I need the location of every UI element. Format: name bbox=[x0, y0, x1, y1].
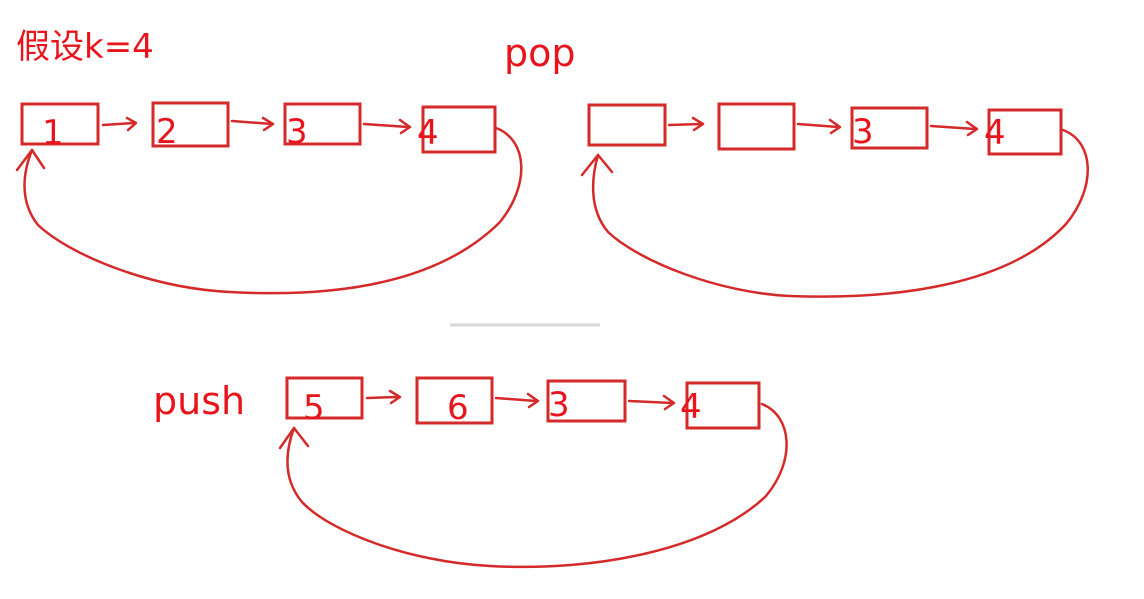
arrow-icon bbox=[365, 389, 402, 405]
node-box bbox=[415, 376, 494, 425]
node-value: 5 bbox=[303, 388, 325, 428]
node-box bbox=[283, 102, 362, 146]
title-label: 假设k=4 bbox=[16, 27, 154, 67]
arrow-icon bbox=[230, 116, 275, 132]
node-value: 2 bbox=[156, 112, 178, 152]
node-box bbox=[685, 381, 761, 430]
node-box bbox=[421, 105, 497, 154]
loop-back-arrow bbox=[23, 126, 523, 295]
node-box bbox=[587, 103, 667, 147]
node-value: 4 bbox=[984, 113, 1006, 153]
arrow-icon bbox=[796, 118, 842, 135]
arrowhead-icon bbox=[580, 153, 614, 177]
arrow-icon bbox=[667, 116, 705, 132]
arrow-icon bbox=[627, 394, 676, 411]
pop-label: pop bbox=[504, 31, 576, 75]
arrow-icon bbox=[101, 116, 138, 132]
node-value: 6 bbox=[447, 388, 469, 428]
arrow-icon bbox=[362, 118, 412, 135]
node-box bbox=[285, 376, 364, 420]
node-box bbox=[850, 106, 929, 150]
node-value: 4 bbox=[680, 387, 702, 427]
arrow-icon bbox=[494, 392, 540, 409]
arrowhead-icon bbox=[15, 148, 46, 172]
node-value: 3 bbox=[548, 385, 570, 425]
node-box bbox=[546, 379, 627, 423]
ring-after-pop: 3 4 bbox=[580, 102, 1089, 298]
ring-initial: 1 2 3 4 bbox=[15, 101, 523, 295]
ring-after-push: 5 6 3 4 bbox=[278, 376, 788, 569]
node-box bbox=[20, 102, 100, 146]
arrowhead-icon bbox=[278, 426, 310, 450]
node-box bbox=[151, 101, 230, 148]
node-box bbox=[717, 102, 796, 151]
node-value: 4 bbox=[417, 113, 439, 153]
loop-back-arrow bbox=[286, 402, 788, 569]
node-value: 1 bbox=[42, 113, 64, 153]
node-box bbox=[987, 108, 1063, 156]
arrow-icon bbox=[929, 120, 979, 137]
node-value: 3 bbox=[286, 112, 308, 152]
node-value: 3 bbox=[852, 112, 874, 152]
push-label: push bbox=[153, 379, 245, 423]
loop-back-arrow bbox=[591, 128, 1089, 298]
